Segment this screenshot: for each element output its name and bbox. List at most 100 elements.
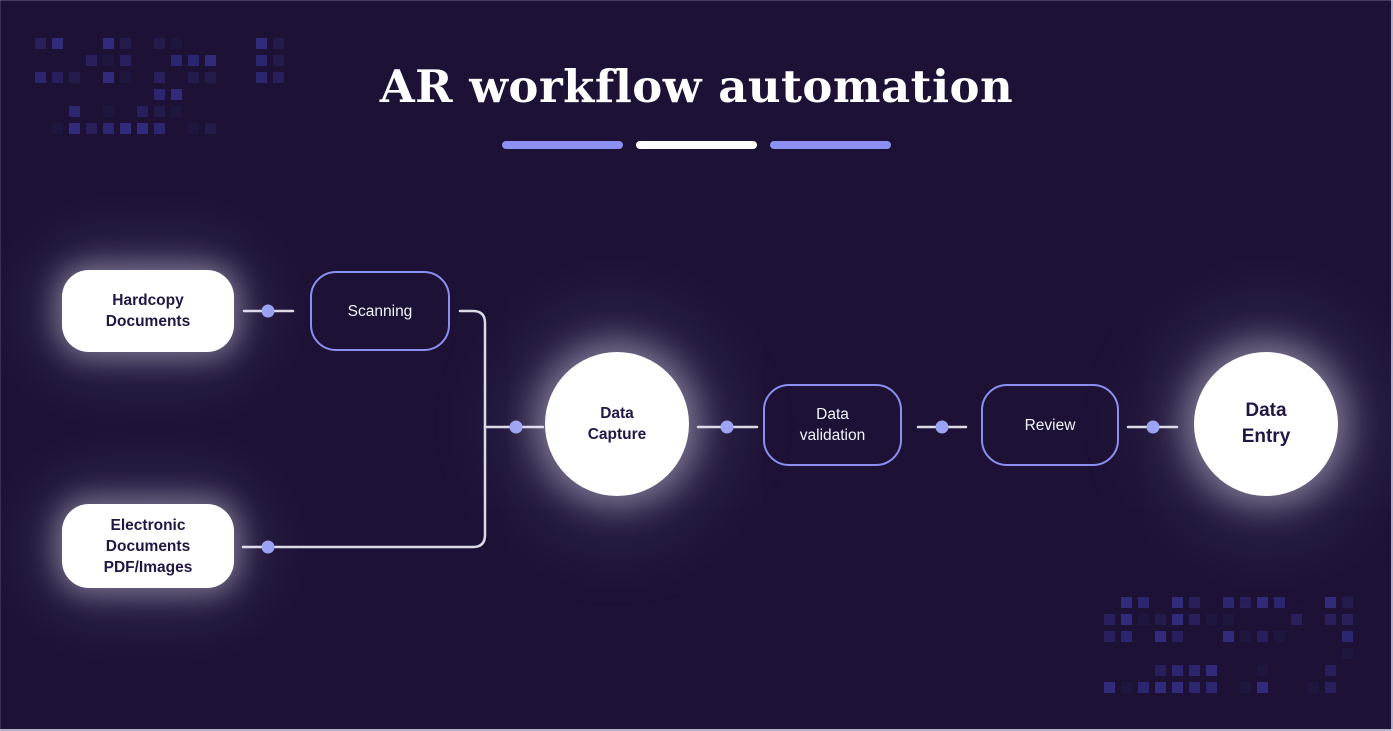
node-label: Data Entry: [1241, 400, 1291, 447]
connector-dot: [935, 420, 949, 434]
node-label: Scanning: [347, 302, 413, 320]
pattern-pixel: [103, 55, 114, 66]
pattern-pixel: [188, 123, 199, 134]
pattern-pixel: [205, 72, 216, 83]
pattern-pixel: [1104, 614, 1115, 625]
pattern-pixel: [154, 123, 165, 134]
node-label: Review: [1024, 416, 1076, 434]
pattern-pixel: [256, 72, 267, 83]
pattern-pixel: [35, 38, 46, 49]
pattern-pixel: [1342, 597, 1353, 608]
pattern-pixel: [1342, 614, 1353, 625]
pattern-pixel: [103, 72, 114, 83]
pattern-pixel: [1121, 597, 1132, 608]
pattern-pixel: [256, 38, 267, 49]
pattern-pixel: [52, 123, 63, 134]
pattern-pixel: [137, 123, 148, 134]
pattern-pixel: [1189, 614, 1200, 625]
pattern-pixel: [1121, 682, 1132, 693]
pattern-pixel: [1189, 665, 1200, 676]
node-data-entry: Data Entry: [1194, 352, 1338, 496]
pattern-pixel: [1257, 597, 1268, 608]
connector-scanning-merge-elbow: [241, 309, 487, 549]
pattern-pixel: [1155, 614, 1166, 625]
pattern-pixel: [1104, 631, 1115, 642]
pattern-pixel: [1223, 597, 1234, 608]
pattern-pixel: [103, 106, 114, 117]
node-label: Data validation: [799, 406, 866, 444]
pattern-pixel: [1325, 665, 1336, 676]
pattern-pixel: [1240, 597, 1251, 608]
pattern-pixel: [120, 38, 131, 49]
pattern-pixel: [52, 72, 63, 83]
pattern-pixel: [1257, 682, 1268, 693]
pattern-pixel: [103, 38, 114, 49]
pattern-pixel: [103, 123, 114, 134]
pattern-pixel: [69, 72, 80, 83]
pattern-pixel: [171, 106, 182, 117]
connector-dot: [1146, 420, 1160, 434]
pattern-pixel: [1121, 614, 1132, 625]
pattern-pixel: [1257, 631, 1268, 642]
pattern-pixel: [86, 55, 97, 66]
pattern-pixel: [1172, 682, 1183, 693]
node-review: Review: [981, 384, 1119, 466]
pattern-pixel: [1240, 682, 1251, 693]
pattern-pixel: [1257, 665, 1268, 676]
pattern-pixel: [1121, 631, 1132, 642]
pattern-pixel: [171, 55, 182, 66]
pixel-pattern-top-left: [35, 38, 284, 134]
node-electronic-documents: Electronic Documents PDF/Images: [62, 504, 234, 588]
pattern-pixel: [273, 72, 284, 83]
pattern-pixel: [1172, 665, 1183, 676]
page-title: AR workflow automation: [379, 60, 1014, 113]
pattern-pixel: [69, 123, 80, 134]
pattern-pixel: [273, 38, 284, 49]
pattern-pixel: [1308, 682, 1319, 693]
node-data-validation: Data validation: [763, 384, 902, 466]
title-underline-bars: [0, 141, 1393, 149]
pattern-pixel: [1206, 665, 1217, 676]
pattern-pixel: [1342, 648, 1353, 659]
node-data-capture: Data Capture: [545, 352, 689, 496]
pattern-pixel: [154, 38, 165, 49]
underline-bar-center: [636, 141, 757, 149]
pattern-pixel: [188, 55, 199, 66]
pattern-pixel: [1291, 614, 1302, 625]
pattern-pixel: [1138, 597, 1149, 608]
node-label: Electronic Documents PDF/Images: [103, 516, 193, 576]
connector-dot: [509, 420, 523, 434]
node-hardcopy-documents: Hardcopy Documents: [62, 270, 234, 352]
pattern-pixel: [1172, 614, 1183, 625]
pattern-pixel: [1155, 682, 1166, 693]
pattern-pixel: [188, 72, 199, 83]
pattern-pixel: [1172, 631, 1183, 642]
pattern-pixel: [1325, 682, 1336, 693]
pattern-pixel: [1325, 614, 1336, 625]
pattern-pixel: [1206, 614, 1217, 625]
node-scanning: Scanning: [310, 271, 450, 351]
pattern-pixel: [86, 123, 97, 134]
node-label: Data Capture: [587, 405, 647, 443]
pattern-pixel: [154, 106, 165, 117]
pattern-pixel: [52, 38, 63, 49]
pattern-pixel: [120, 72, 131, 83]
node-label: Hardcopy Documents: [105, 292, 191, 330]
pattern-pixel: [1189, 682, 1200, 693]
pattern-pixel: [1240, 631, 1251, 642]
pattern-pixel: [256, 55, 267, 66]
pattern-pixel: [1138, 682, 1149, 693]
pattern-pixel: [1223, 631, 1234, 642]
pattern-pixel: [1206, 682, 1217, 693]
pattern-pixel: [1223, 614, 1234, 625]
pattern-pixel: [273, 55, 284, 66]
pattern-pixel: [171, 89, 182, 100]
pattern-pixel: [154, 89, 165, 100]
pattern-pixel: [1274, 631, 1285, 642]
connector-dot: [261, 304, 275, 318]
pattern-pixel: [205, 55, 216, 66]
pattern-pixel: [1189, 597, 1200, 608]
pattern-pixel: [1155, 665, 1166, 676]
